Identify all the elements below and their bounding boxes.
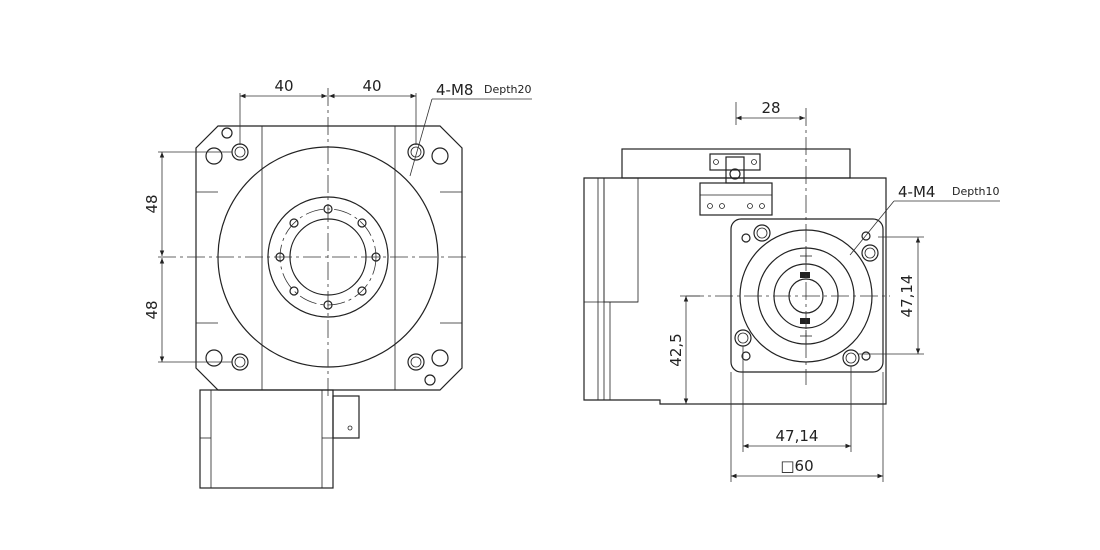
front-thread-note: 4-M8 (436, 81, 473, 99)
side-thread-depth: Depth10 (952, 185, 1000, 198)
front-motor-body (199, 389, 334, 489)
front-dim-40-left: 40 (274, 77, 293, 95)
front-thread-depth: Depth20 (484, 83, 532, 96)
front-dim-40-right: 40 (362, 77, 381, 95)
side-motor-flange (730, 218, 884, 373)
front-dim-48-upper: 48 (143, 194, 161, 213)
front-view: 40 40 48 48 4-M8 Depth20 (143, 77, 532, 489)
front-connector (332, 395, 360, 439)
front-dim-48-lower: 48 (143, 300, 161, 319)
side-thread-note: 4-M4 (898, 183, 935, 201)
side-top-plate (621, 148, 851, 179)
side-top-bracket (709, 153, 761, 171)
side-dim-square-60: □60 (780, 457, 813, 475)
side-body-outline (583, 177, 887, 405)
front-corner-holes (205, 127, 449, 386)
side-dim-47-14-vertical: 47,14 (898, 275, 916, 318)
side-dim-28: 28 (761, 99, 780, 117)
side-dim-42-5: 42,5 (667, 333, 685, 366)
front-body-outline (195, 125, 463, 391)
side-dim-47-14-horizontal: 47,14 (776, 427, 819, 445)
side-view: 28 4-M4 Depth10 47,14 42,5 47,14 □60 (583, 99, 1000, 482)
side-flange-holes (734, 224, 879, 367)
